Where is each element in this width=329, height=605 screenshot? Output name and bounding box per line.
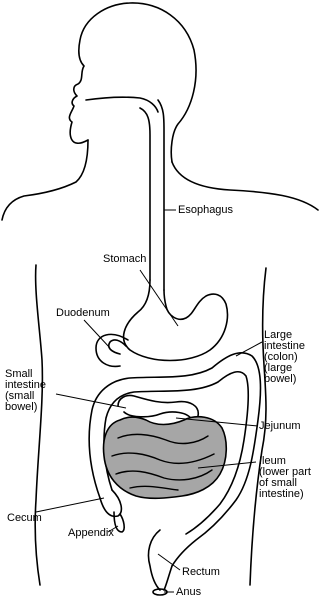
rectum-outline	[148, 530, 160, 590]
small-intestine-upper	[118, 395, 198, 420]
right-shoulder-outline	[172, 162, 318, 210]
cecum-outline	[100, 490, 121, 516]
stomach-outline	[124, 280, 228, 361]
esophagus-label: Esophagus	[178, 205, 233, 216]
duodenum-label: Duodenum	[56, 308, 110, 319]
jejunum-label: Jejunum	[259, 421, 301, 432]
stomach-label: Stomach	[103, 254, 146, 265]
rectum-label: Rectum	[182, 567, 220, 578]
stomach-leader	[140, 270, 178, 326]
rectum-outline-right	[164, 566, 172, 590]
small-intestine-label: Small intestine (small bowel)	[5, 369, 65, 413]
left-shoulder-outline	[2, 140, 88, 220]
cecum-label: Cecum	[7, 513, 42, 524]
oral-cavity	[86, 97, 158, 112]
left-torso-outline	[35, 265, 42, 585]
rectum-leader	[158, 554, 180, 570]
esophagus-tube-right	[158, 100, 164, 290]
cecum-leader	[36, 498, 104, 512]
head-outline	[69, 3, 196, 162]
large-intestine-label: Large intestine (colon) (large bowel)	[264, 330, 328, 385]
ileum-label: Ileum (lower part of small intestine)	[259, 456, 325, 500]
appendix-label: Appendix	[68, 528, 114, 539]
anus-label: Anus	[176, 587, 201, 598]
